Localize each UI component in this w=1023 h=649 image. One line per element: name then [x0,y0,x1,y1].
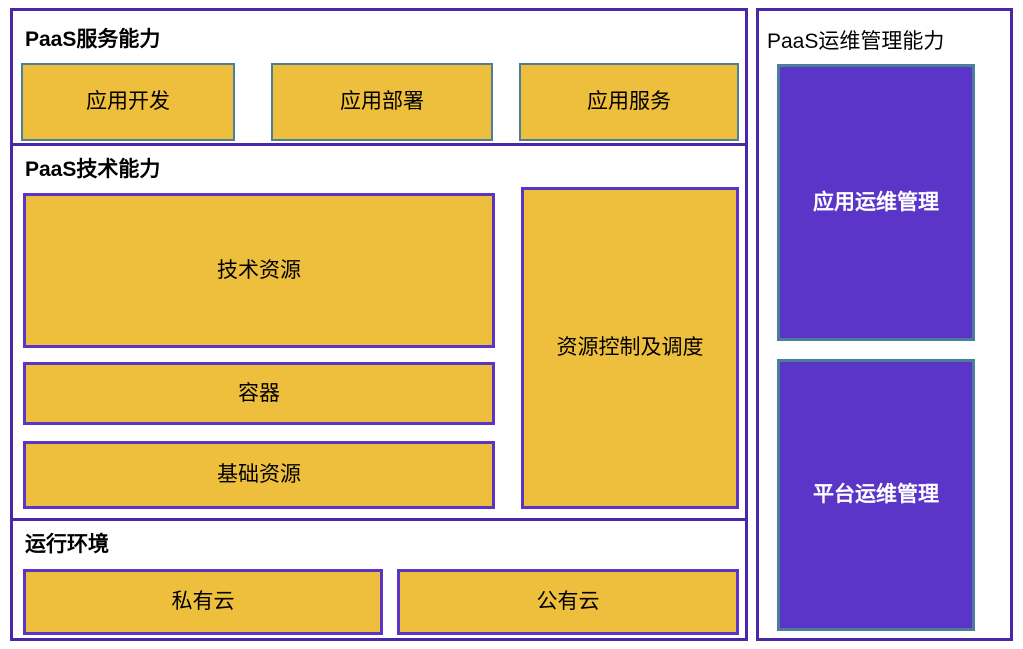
paas-ops-management-panel: PaaS运维管理能力 应用运维管理 平台运维管理 [756,8,1013,641]
section-title-paas-tech: PaaS技术能力 [25,158,161,181]
box-platform-ops-management[interactable]: 平台运维管理 [777,359,975,631]
box-application-ops-management[interactable]: 应用运维管理 [777,64,975,341]
section-title-paas-service: PaaS服务能力 [25,28,161,51]
divider-tech-runtime [13,518,745,521]
box-application-deployment[interactable]: 应用部署 [271,63,493,141]
box-infrastructure-resources[interactable]: 基础资源 [23,441,495,509]
box-container[interactable]: 容器 [23,362,495,425]
box-technical-resources[interactable]: 技术资源 [23,193,495,348]
box-private-cloud[interactable]: 私有云 [23,569,383,635]
paas-capability-panel: PaaS服务能力 应用开发 应用部署 应用服务 PaaS技术能力 技术资源 容器… [10,8,748,641]
box-application-development[interactable]: 应用开发 [21,63,235,141]
section-title-paas-ops: PaaS运维管理能力 [767,30,945,53]
box-resource-control-scheduling[interactable]: 资源控制及调度 [521,187,739,509]
section-title-runtime-env: 运行环境 [25,533,109,556]
box-public-cloud[interactable]: 公有云 [397,569,739,635]
divider-service-tech [13,143,745,146]
box-application-service[interactable]: 应用服务 [519,63,739,141]
